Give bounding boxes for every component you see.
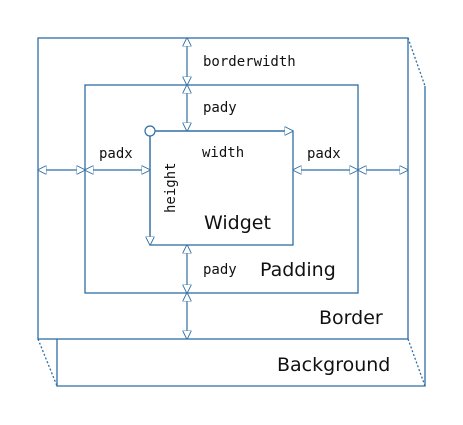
background-box bbox=[56, 86, 426, 387]
background-depth-edge bbox=[407, 37, 426, 87]
borderwidth-label: borderwidth bbox=[203, 54, 296, 70]
pady-bottom-label: pady bbox=[203, 262, 237, 278]
background-label: Background bbox=[277, 354, 390, 376]
origin-marker bbox=[144, 125, 156, 137]
pady-top-label: pady bbox=[203, 100, 237, 116]
width-label: width bbox=[202, 145, 244, 161]
height-label: height bbox=[163, 162, 179, 213]
border-label: Border bbox=[319, 307, 383, 329]
background-depth-edge-bottom-right bbox=[407, 338, 426, 387]
widget-label: Widget bbox=[204, 212, 271, 234]
padding-box bbox=[84, 84, 359, 294]
padding-label: Padding bbox=[260, 259, 336, 281]
border-box bbox=[37, 37, 409, 340]
padx-left-label: padx bbox=[99, 146, 133, 162]
background-depth-edge-bottom-left bbox=[37, 338, 58, 387]
padx-right-label: padx bbox=[307, 146, 341, 162]
